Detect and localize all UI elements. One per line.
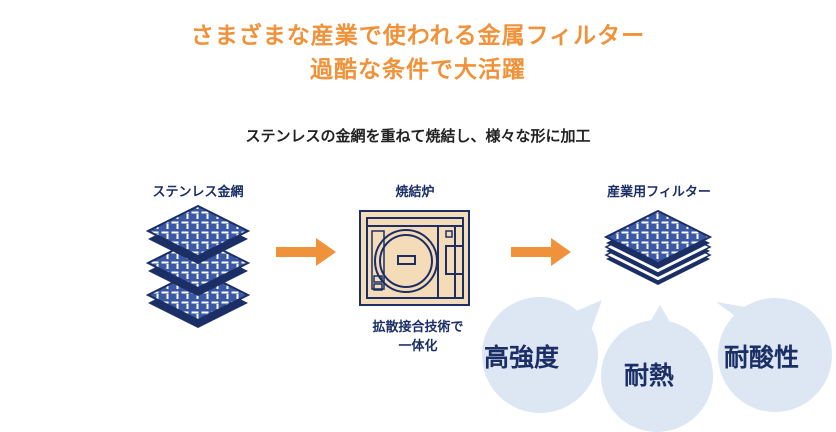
badge-acid-resistance: 耐酸性 xyxy=(724,343,800,372)
bubble-heat xyxy=(601,305,713,432)
badge-heat: 耐熱 xyxy=(624,361,675,390)
arrow-right-icon xyxy=(276,238,336,266)
main-title-line1: さまざまな産業で使われる金属フィルター xyxy=(190,23,646,49)
main-title-line2: 過酷な条件で大活躍 xyxy=(310,57,526,83)
caption-line-1: 拡散接合技術で xyxy=(372,320,464,335)
furnace-caption: 拡散接合技術で 一体化 xyxy=(355,318,481,356)
arrow-right-icon xyxy=(511,238,571,266)
caption-line-2: 一体化 xyxy=(398,339,438,354)
step-label-furnace: 焼結炉 xyxy=(395,185,435,200)
bubble-acid xyxy=(716,298,832,412)
industrial-filter-icon xyxy=(603,209,713,285)
stainless-mesh-icon xyxy=(145,204,251,328)
badge-strength: 高強度 xyxy=(484,343,560,372)
sintering-furnace-icon xyxy=(359,210,470,306)
step-label-mesh: ステンレス金網 xyxy=(152,185,244,200)
subtitle: ステンレスの金網を重ねて焼結し、様々な形に加工 xyxy=(245,127,591,145)
step-label-filter: 産業用フィルター xyxy=(607,185,711,200)
bubble-strength xyxy=(482,297,602,413)
